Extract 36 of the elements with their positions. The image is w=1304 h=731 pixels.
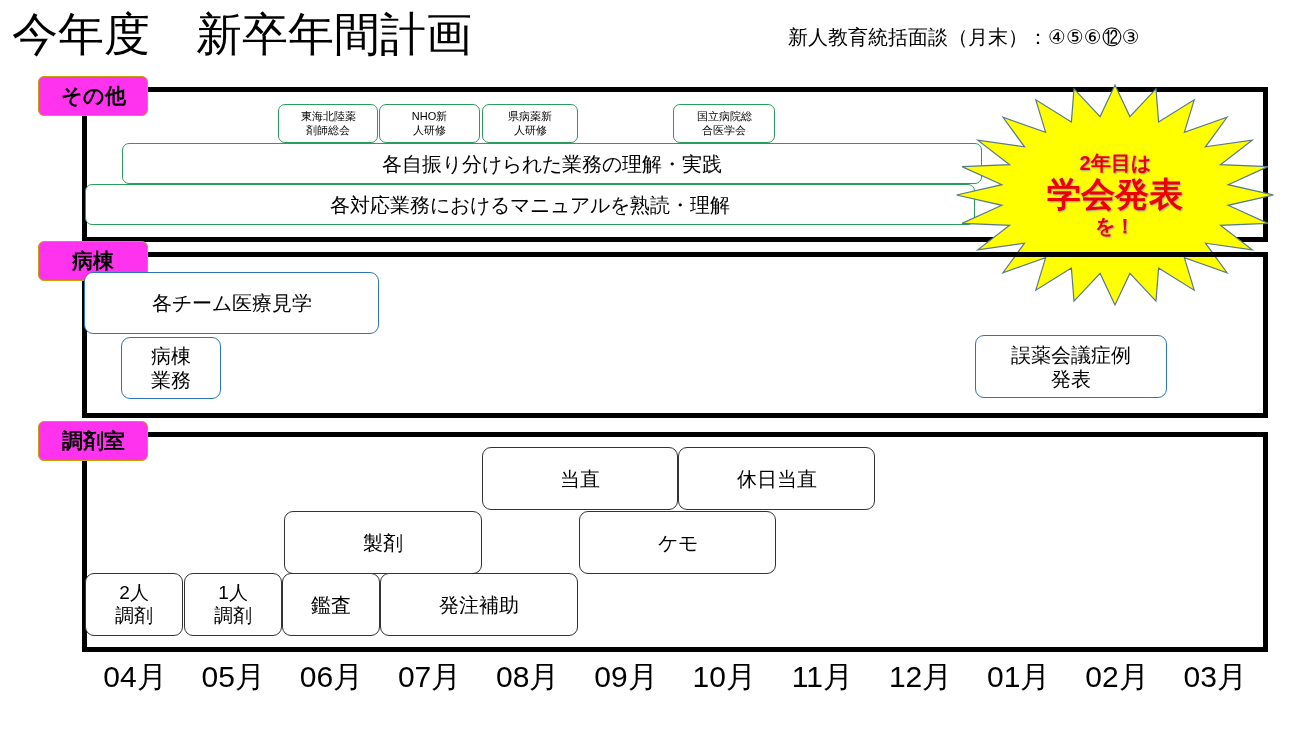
- callout-text: 学会発表: [1047, 175, 1183, 215]
- month-label: 10月: [691, 659, 757, 695]
- section-tab: その他: [38, 76, 148, 116]
- task-box: 当直: [482, 447, 678, 510]
- task-box: 各チーム医療見学: [84, 272, 379, 334]
- month-label: 07月: [396, 659, 463, 695]
- task-box: 誤薬会議症例発表: [975, 335, 1167, 398]
- month-label: 11月: [790, 659, 854, 695]
- event-box: 東海北陸薬剤師総会: [278, 104, 378, 143]
- event-box: 各自振り分けられた業務の理解・実践: [122, 143, 982, 184]
- month-label: 05月: [200, 659, 266, 695]
- event-box: NHO新人研修: [379, 104, 480, 143]
- section-tab: 調剤室: [38, 421, 148, 461]
- callout-text: を！: [1095, 214, 1135, 238]
- month-label: 04月: [102, 659, 168, 695]
- month-label: 01月: [986, 659, 1052, 695]
- task-box: 製剤: [284, 511, 482, 574]
- month-label: 03月: [1182, 659, 1248, 695]
- task-box: 鑑査: [282, 573, 380, 636]
- callout-text: 2年目は: [1079, 152, 1151, 176]
- page-title: 今年度 新卒年間計画: [12, 7, 472, 62]
- task-box: ケモ: [579, 511, 776, 574]
- task-box: 休日当直: [678, 447, 875, 510]
- month-label: 09月: [593, 659, 659, 695]
- event-box: 県病薬新人研修: [482, 104, 578, 143]
- event-box: 各対応業務におけるマニュアルを熟読・理解: [85, 184, 975, 225]
- task-box: 病棟業務: [121, 337, 221, 399]
- month-label: 02月: [1084, 659, 1150, 695]
- task-box: 1人調剤: [184, 573, 282, 636]
- event-box: 国立病院総合医学会: [673, 104, 775, 143]
- task-box: 発注補助: [380, 573, 578, 636]
- month-label: 08月: [495, 659, 561, 695]
- task-box: 2人調剤: [85, 573, 183, 636]
- month-label: 12月: [887, 659, 954, 695]
- header-note: 新人教育統括面談（月末）：④⑤⑥⑫③: [788, 25, 1140, 50]
- month-label: 06月: [298, 659, 365, 695]
